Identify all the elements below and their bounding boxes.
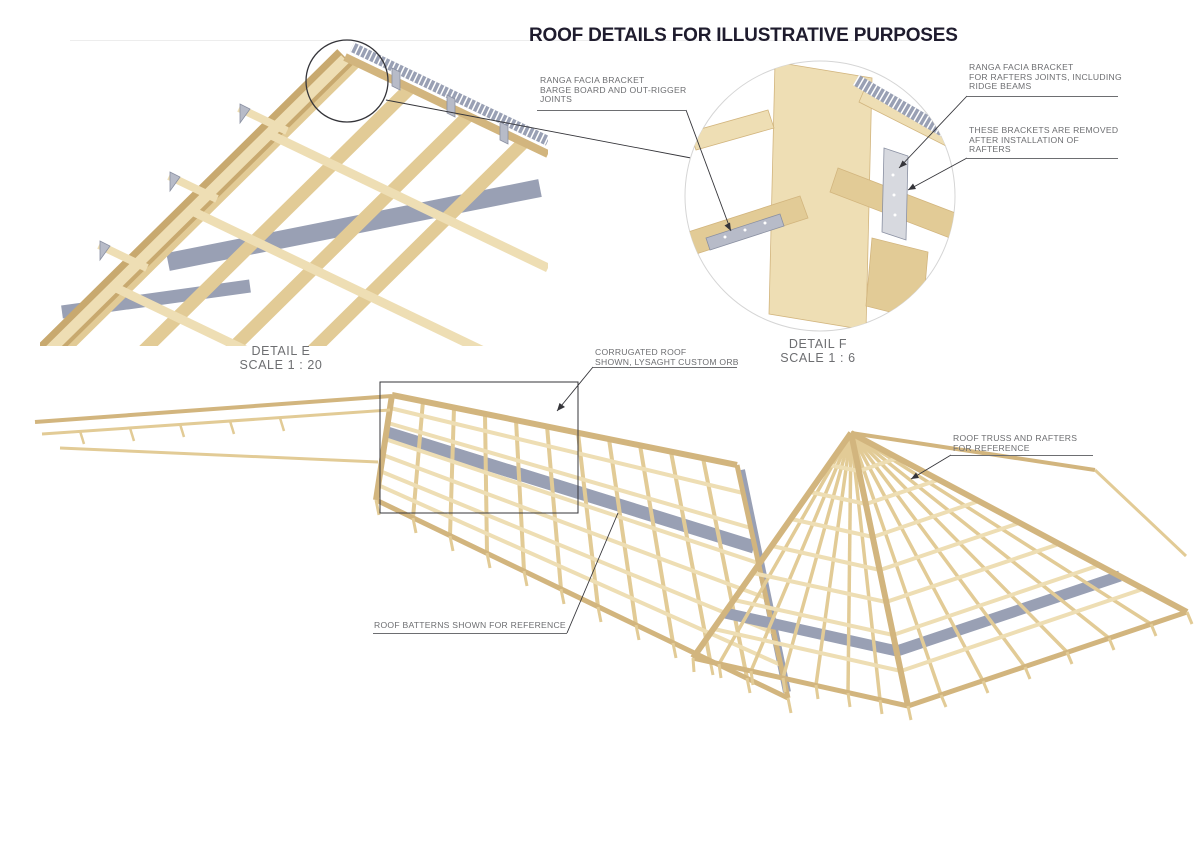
label-roof-battens: ROOF BATTERNS SHOWN FOR REFERENCE	[374, 620, 566, 630]
detail-f-scale: SCALE 1 : 6	[780, 351, 856, 365]
leader-roof-battens	[566, 512, 619, 634]
label-roof-battens-underline	[373, 633, 567, 634]
sheet-border-line	[70, 40, 910, 41]
arrowhead-icon	[557, 403, 565, 411]
label-rafter-joints-underline	[967, 96, 1118, 97]
detail-e-title: DETAIL E SCALE 1 : 20	[221, 344, 341, 372]
detail-f-view	[684, 60, 956, 332]
label-barge-joints-underline	[537, 110, 686, 111]
detail-circle-callout	[305, 39, 389, 123]
label-corrugated-roof-underline	[593, 367, 737, 368]
label-rafter-joints: RANGA FACIA BRACKET FOR RAFTERS JOINTS, …	[969, 62, 1122, 92]
leader-corrugated	[556, 366, 594, 412]
leader-barge-joints	[685, 109, 732, 232]
gable-roof	[34, 392, 793, 714]
leader-brackets-removed	[907, 157, 968, 191]
label-brackets-removed: THESE BRACKETS ARE REMOVED AFTER INSTALL…	[969, 125, 1119, 155]
main-roof-view	[34, 392, 1194, 721]
detail-e-scale: SCALE 1 : 20	[239, 358, 323, 372]
gable-rafters	[411, 400, 749, 679]
leader-lines	[556, 95, 968, 634]
facia-bracket-left	[705, 213, 785, 251]
label-roof-truss-underline	[951, 455, 1093, 456]
hip-roof	[690, 430, 1194, 721]
label-corrugated-roof: CORRUGATED ROOF SHOWN, LYSAGHT CUSTOM OR…	[595, 347, 739, 367]
detail-f-name: DETAIL F	[788, 337, 848, 351]
leader-rafter-joints	[898, 95, 968, 169]
page-title: ROOF DETAILS FOR ILLUSTRATIVE PURPOSES	[529, 25, 958, 46]
label-brackets-removed-underline	[967, 158, 1118, 159]
arrowhead-icon	[899, 160, 907, 168]
facia-bracket-right	[881, 147, 909, 241]
arrowhead-icon	[908, 183, 916, 190]
detail-e-name: DETAIL E	[251, 344, 311, 358]
gable-battens	[377, 406, 782, 667]
arrowhead-icon	[911, 472, 919, 479]
hip-battens-left	[713, 463, 902, 673]
barge-board	[40, 49, 353, 346]
hip-eave-tails	[691, 611, 1194, 721]
detail-rect-callout	[379, 381, 579, 514]
detail-f-title: DETAIL F SCALE 1 : 6	[758, 337, 878, 365]
outrigger-stubs	[97, 103, 289, 272]
label-roof-truss: ROOF TRUSS AND RAFTERS FOR REFERENCE	[953, 433, 1078, 453]
detail-connector-line	[385, 99, 692, 159]
hip-battens-right	[858, 456, 1144, 673]
leader-roof-truss	[910, 454, 952, 480]
facia-brackets	[391, 67, 509, 145]
detail-e-view	[40, 42, 548, 346]
gable-overhang	[34, 394, 393, 464]
label-barge-joints: RANGA FACIA BRACKET BARGE BOARD AND OUT-…	[540, 75, 687, 105]
corrugated-edge	[349, 42, 548, 146]
arrowhead-icon	[724, 222, 731, 231]
battens	[110, 53, 548, 346]
lower-post	[865, 237, 929, 321]
